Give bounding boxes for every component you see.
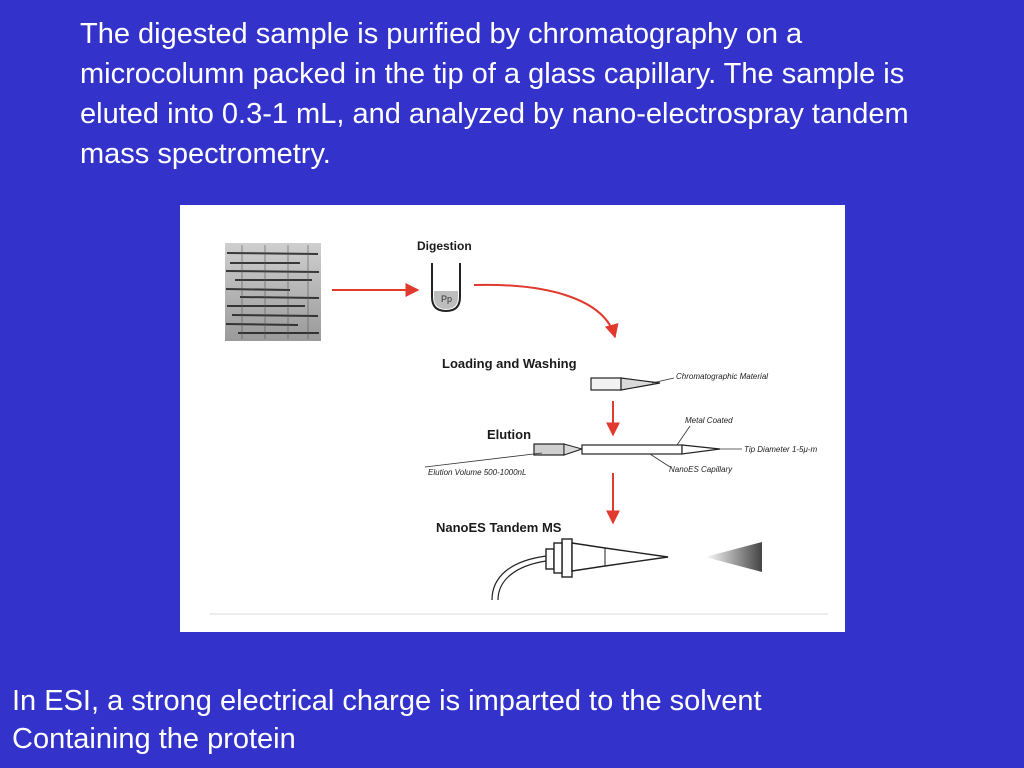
- footer-line-1: In ESI, a strong electrical charge is im…: [12, 685, 762, 717]
- label-chromatographic-material: Chromatographic Material: [676, 372, 768, 381]
- label-elution-volume: Elution Volume 500-1000nL: [428, 468, 526, 477]
- capillary-loading-icon: [590, 377, 661, 391]
- label-elution: Elution: [487, 427, 531, 442]
- slide-body-text: The digested sample is purified by chrom…: [80, 18, 909, 170]
- footer-line-2: Containing the protein: [12, 723, 296, 755]
- nanoes-capillary-icon: [533, 443, 721, 456]
- label-tip-diameter: Tip Diameter 1-5μ-m: [744, 445, 818, 454]
- svg-text:Pp: Pp: [441, 294, 452, 304]
- gel-image: [225, 243, 321, 341]
- workflow-diagram: Digestion Pp Loading and Washing Chromat…: [210, 239, 828, 615]
- label-metal-coated: Metal Coated: [685, 416, 733, 425]
- label-nanoes-tandem-ms: NanoES Tandem MS: [436, 520, 562, 535]
- label-loading-washing: Loading and Washing: [442, 356, 577, 371]
- nanoes-source-icon: [491, 538, 762, 601]
- digestion-tube-icon: Pp: [431, 263, 461, 313]
- arrow-to-loading: [473, 283, 619, 339]
- workflow-figure: Digestion Pp Loading and Washing Chromat…: [180, 205, 845, 632]
- label-nanoes-capillary: NanoES Capillary: [669, 465, 733, 474]
- slide-footer-text: In ESI, a strong electrical charge is im…: [12, 682, 1012, 758]
- label-digestion: Digestion: [417, 239, 472, 253]
